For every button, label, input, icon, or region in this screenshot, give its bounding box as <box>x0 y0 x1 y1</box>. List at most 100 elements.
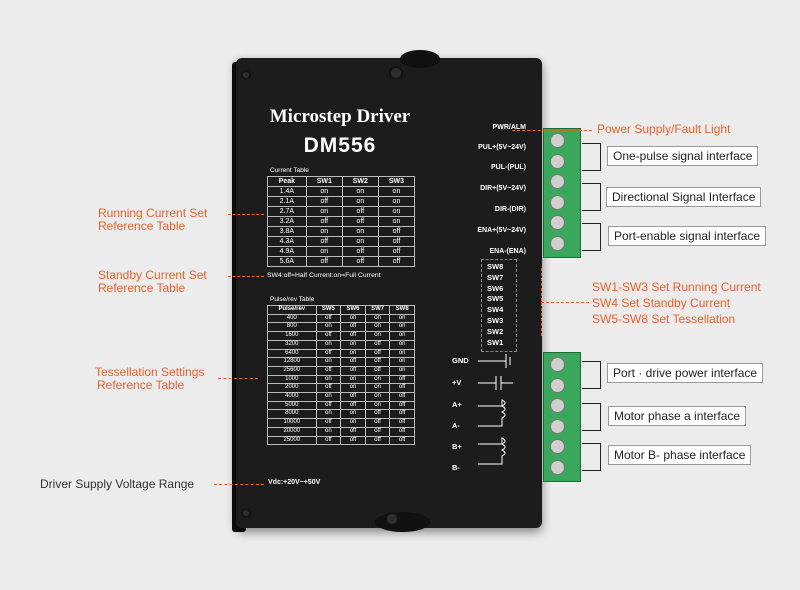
terminal-screw[interactable] <box>550 153 565 169</box>
terminal-screw[interactable] <box>550 398 565 413</box>
pulse-table-cell: off <box>389 374 415 385</box>
pulse-table-cell: off <box>315 365 342 376</box>
pulse-table-cell: on <box>340 383 366 394</box>
pulse-table-cell: on <box>340 348 366 359</box>
terminal-screw[interactable] <box>550 215 565 230</box>
pulse-bracket <box>582 143 601 171</box>
signal-label: DIR+(5V~24V) <box>480 185 526 192</box>
signal-label: PUL-(PUL) <box>491 164 526 171</box>
power-terminal-block[interactable] <box>543 352 581 482</box>
phase-b-bracket <box>582 443 601 471</box>
pulse-table-cell: off <box>389 400 415 411</box>
tessellation-table-leader <box>218 378 258 379</box>
enable-interface-label: Port-enable signal interface <box>608 226 767 246</box>
pulse-table-cell: off <box>364 418 391 428</box>
current-table-cell: off <box>341 206 379 217</box>
pulse-table-cell: off <box>315 331 342 341</box>
pulse-table-cell: 3200 <box>267 339 317 350</box>
terminal-screw[interactable] <box>550 459 565 475</box>
left-screw-bottom <box>241 508 251 518</box>
pulse-table-cell: off <box>364 339 391 350</box>
current-table-header-cell: SW2 <box>341 176 379 187</box>
pulse-table-cell: off <box>389 409 415 420</box>
pulse-table-cell: off <box>315 348 342 359</box>
current-table-cell: on <box>341 226 379 237</box>
current-table-cell: off <box>341 256 379 267</box>
direction-interface-label: Directional Signal Interface <box>606 187 762 207</box>
signal-label: PWR/ALM <box>492 124 526 131</box>
direction-bracket <box>582 183 601 211</box>
signal-label: PUL+(5V~24V) <box>478 144 526 151</box>
power-label: +V <box>452 378 462 387</box>
power-label: A- <box>452 421 460 430</box>
pulse-table-cell: on <box>315 339 342 350</box>
pulse-table-cell: off <box>315 383 342 394</box>
voltage-range-label: Vdc:+20V~+50V <box>268 479 321 486</box>
power-fault-leader <box>512 130 592 131</box>
current-table-cell: on <box>341 196 379 207</box>
pulse-table-cell: on <box>389 339 415 350</box>
switch-label: SW1 <box>487 337 504 347</box>
terminal-screw[interactable] <box>550 357 565 372</box>
switch-label: SW5 <box>487 294 504 304</box>
pulse-table-cell: on <box>389 313 415 324</box>
terminal-screw[interactable] <box>550 194 565 210</box>
terminal-screw[interactable] <box>550 235 565 251</box>
pulse-table-header-cell: SW7 <box>364 305 391 315</box>
current-table-cell: off <box>377 226 416 237</box>
pulse-table-cell: on <box>389 348 415 359</box>
pulse-table-cell: on <box>315 409 342 420</box>
current-table-cell: off <box>341 216 379 227</box>
pulse-table-cell: off <box>364 435 391 446</box>
switch-label: SW8 <box>487 262 504 271</box>
terminal-screw[interactable] <box>550 174 565 189</box>
signal-label: DIR-(DIR) <box>494 206 526 213</box>
power-symbols <box>478 354 513 465</box>
switch-leader <box>541 302 589 303</box>
current-table-cell: on <box>377 206 416 217</box>
current-table-cell: off <box>305 216 343 227</box>
current-table-cell: on <box>305 186 343 197</box>
pulse-table-cell: on <box>364 374 391 385</box>
pulse-table-header-cell: SW6 <box>340 305 366 315</box>
device-model: DM556 <box>303 134 377 157</box>
current-table-cell: off <box>377 236 416 247</box>
current-table-cell: 3.8A <box>267 226 307 237</box>
enable-bracket <box>582 223 601 251</box>
current-table-cell: on <box>377 196 416 207</box>
current-table-note: SW4:off=Half Current:on=Full Current <box>267 272 381 279</box>
pulse-table-cell: off <box>340 400 366 411</box>
current-table-cell: 2.7A <box>267 206 307 217</box>
current-table-header-cell: SW1 <box>305 176 343 187</box>
terminal-screw[interactable] <box>550 418 565 434</box>
phase-a-interface-label: Motor phase a interface <box>608 406 747 426</box>
supply-voltage-leader <box>214 484 264 485</box>
pulse-table-cell: 800 <box>267 322 317 333</box>
pulse-table-cell: 1000 <box>267 374 317 385</box>
terminal-screw[interactable] <box>550 439 565 454</box>
bottom-mounting-tab <box>375 512 430 532</box>
pulse-table-cell: 6400 <box>267 348 317 359</box>
terminal-screw[interactable] <box>550 377 565 393</box>
pulse-table-cell: 10000 <box>267 418 317 428</box>
pulse-table-cell: off <box>315 400 342 411</box>
signal-terminal-block[interactable] <box>543 128 581 258</box>
current-table-cell: on <box>341 236 379 247</box>
current-table-cell: 4.3A <box>267 236 307 247</box>
terminal-screw[interactable] <box>550 133 565 148</box>
pulse-table-cell: on <box>364 400 391 411</box>
pulse-table-cell: on <box>340 374 366 385</box>
pulse-table-cell: off <box>340 435 366 446</box>
pulse-table-cell: off <box>340 357 366 367</box>
